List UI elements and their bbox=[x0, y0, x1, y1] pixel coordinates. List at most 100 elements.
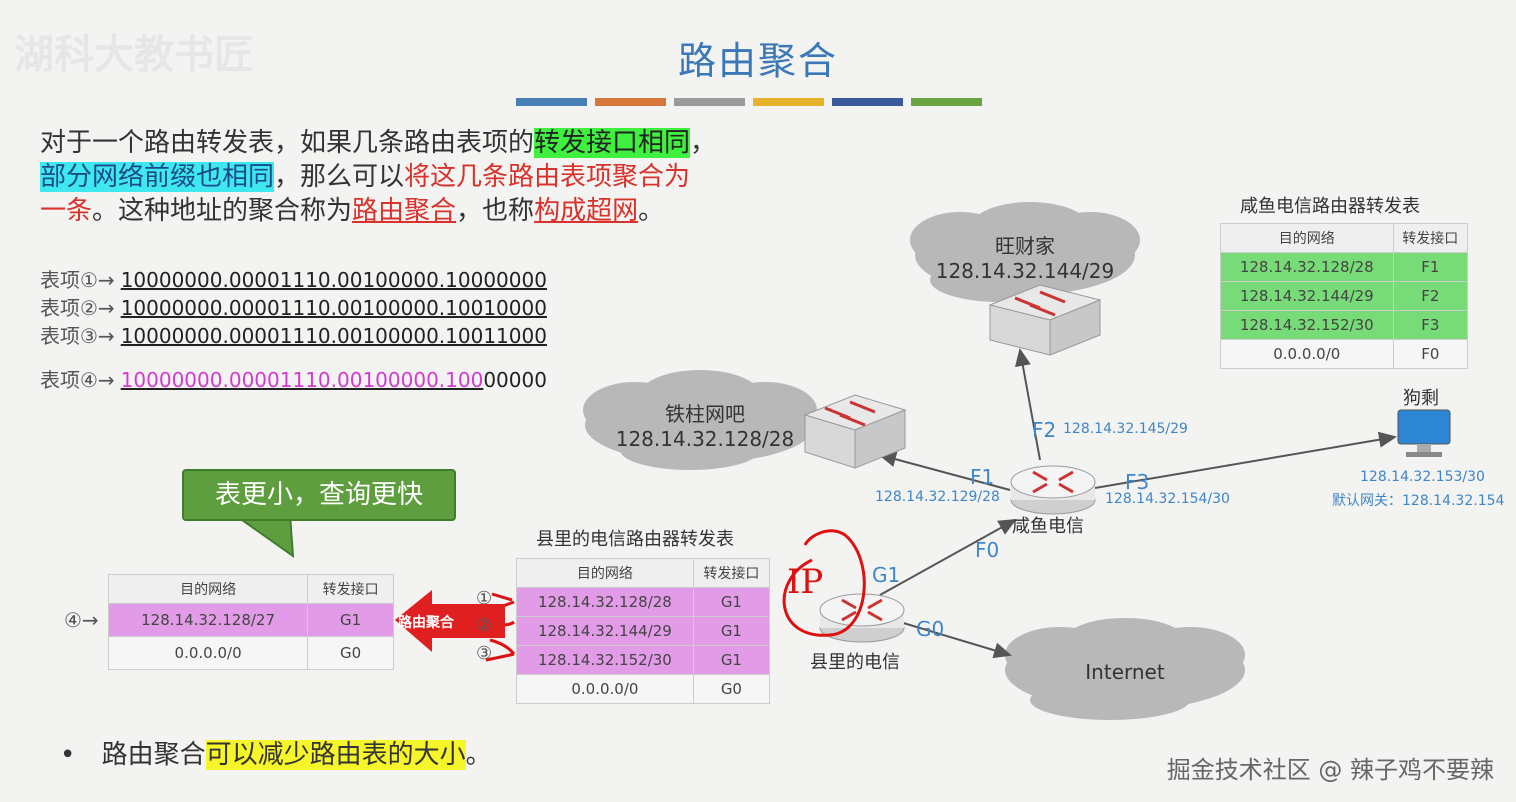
watermark: 掘金技术社区 @ 辣子鸡不要辣 bbox=[1166, 756, 1494, 784]
iface-f1: F1 bbox=[970, 465, 995, 489]
cloud-internet bbox=[1005, 618, 1245, 720]
host-name: 狗剩 bbox=[1403, 388, 1439, 409]
table-cell: G0 bbox=[692, 674, 771, 704]
table-cell: 128.14.32.152/30 bbox=[516, 645, 694, 675]
cloud-wangcai bbox=[910, 202, 1140, 302]
router-county-label: 县里的电信 bbox=[810, 652, 900, 673]
xianyu-table-caption: 咸鱼电信路由器转发表 bbox=[1240, 196, 1420, 217]
table-cell: G1 bbox=[307, 603, 394, 637]
logo-watermark: 湖科大教书匠 bbox=[14, 32, 254, 78]
color-bar bbox=[832, 98, 903, 106]
cloud-tiezhu bbox=[583, 370, 817, 470]
table-cell: 128.14.32.128/27 bbox=[107, 603, 309, 637]
table-cell: F2 bbox=[1392, 281, 1469, 311]
iface-f3: F3 bbox=[1125, 470, 1150, 494]
color-bar bbox=[516, 98, 587, 106]
table-cell: 0.0.0.0/0 bbox=[516, 674, 694, 704]
row-marker: ① bbox=[476, 588, 493, 609]
cloud-name: 铁柱网吧 bbox=[665, 402, 745, 426]
link-g0 bbox=[899, 621, 1012, 659]
iface-f2-ip: 128.14.32.145/29 bbox=[1063, 421, 1188, 437]
iface-f1-ip: 128.14.32.129/28 bbox=[875, 489, 1000, 505]
intro-red-text: 将这几条路由表项聚合为 bbox=[404, 162, 691, 192]
switch-icon bbox=[803, 394, 907, 469]
entry-bits: 10000000.00001110.00100000.10000000 bbox=[120, 268, 547, 292]
table-cell: 128.14.32.144/29 bbox=[516, 616, 694, 646]
intro-punct: ， bbox=[690, 128, 717, 158]
bullet-end: 。 bbox=[465, 740, 492, 770]
entry-row: 表项①→10000000.00001110.00100000.10000000 bbox=[40, 264, 547, 293]
router-icon bbox=[819, 593, 905, 643]
cloud-wangcai-label: 旺财家 128.14.32.144/29 bbox=[925, 230, 1125, 283]
iface-g0: G0 bbox=[916, 617, 945, 641]
table-cell: 128.14.32.152/30 bbox=[1220, 310, 1394, 340]
table-header: 目的网络 bbox=[107, 574, 309, 604]
county-table-caption: 县里的电信路由器转发表 bbox=[536, 529, 734, 550]
entry-label: 表项①→ bbox=[40, 268, 115, 292]
entry-bits-prefix: 10000000.00001110.00100000.100 bbox=[120, 368, 484, 392]
term-route-aggregation: 路由聚合 bbox=[352, 196, 457, 226]
computer-icon bbox=[1397, 409, 1451, 457]
color-bar bbox=[911, 98, 982, 106]
table-cell: 0.0.0.0/0 bbox=[1220, 339, 1394, 369]
entry-bits: 10000000.00001110.00100000.10011000 bbox=[120, 324, 547, 348]
entry-row-aggregated: 表项④→10000000.00001110.00100000.10000000 bbox=[40, 364, 547, 393]
entry-bits: 10000000.00001110.00100000.10010000 bbox=[120, 296, 547, 320]
link-f2 bbox=[1014, 348, 1041, 461]
table-header: 转发接口 bbox=[307, 574, 394, 604]
row-marker: ② bbox=[476, 615, 493, 636]
intro-punct: 。 bbox=[638, 196, 665, 226]
title-color-bars bbox=[516, 98, 982, 106]
entry-row: 表项③→10000000.00001110.00100000.10011000 bbox=[40, 320, 547, 349]
intro-text: 对于一个路由转发表，如果几条路由表项的 bbox=[40, 128, 535, 158]
switch-icon bbox=[988, 284, 1102, 356]
host-ip: 128.14.32.153/30 bbox=[1360, 469, 1485, 485]
table-cell: 128.14.32.128/28 bbox=[516, 587, 694, 617]
entry-row: 表项②→10000000.00001110.00100000.10010000 bbox=[40, 292, 547, 321]
callout-tail bbox=[231, 514, 295, 559]
row-marker: ④→ bbox=[64, 608, 99, 632]
slide-title: 路由聚合 bbox=[677, 39, 838, 83]
bullet-dot: • bbox=[60, 740, 76, 770]
iface-f3-ip: 128.14.32.154/30 bbox=[1105, 491, 1230, 507]
entry-label: 表项③→ bbox=[40, 324, 115, 348]
link-f3 bbox=[1094, 431, 1397, 489]
bullet-text: 路由聚合 bbox=[101, 740, 206, 770]
table-header: 转发接口 bbox=[692, 558, 771, 588]
table-cell: F1 bbox=[1392, 252, 1469, 282]
intro-paragraph: 对于一个路由转发表，如果几条路由表项的转发接口相同， 部分网络前缀也相同，那么可… bbox=[40, 126, 800, 228]
table-cell: G0 bbox=[307, 636, 394, 670]
table-cell: G1 bbox=[692, 645, 771, 675]
highlight-same-prefix: 部分网络前缀也相同 bbox=[40, 162, 275, 192]
table-header: 目的网络 bbox=[1220, 223, 1394, 253]
router-xianyu-label: 咸鱼电信 bbox=[1012, 516, 1084, 537]
ip-annotation-text: IP bbox=[787, 562, 824, 602]
iface-f2: F2 bbox=[1032, 418, 1057, 442]
color-bar bbox=[753, 98, 824, 106]
table-cell: F3 bbox=[1392, 310, 1469, 340]
intro-text: 。这种地址的聚合称为 bbox=[92, 196, 353, 226]
table-header: 目的网络 bbox=[516, 558, 694, 588]
bullet-point: • 路由聚合可以减少路由表的大小。 bbox=[60, 734, 492, 771]
row-marker: ③ bbox=[476, 643, 493, 664]
cloud-network: 128.14.32.128/28 bbox=[615, 427, 795, 451]
iface-g1: G1 bbox=[872, 563, 901, 587]
entry-label: 表项②→ bbox=[40, 296, 115, 320]
bullet-highlight: 可以减少路由表的大小 bbox=[205, 740, 466, 770]
entry-label: 表项④→ bbox=[40, 368, 115, 392]
table-cell: 0.0.0.0/0 bbox=[107, 636, 309, 670]
table-cell: 128.14.32.128/28 bbox=[1220, 252, 1394, 282]
intro-text: ，也称 bbox=[456, 196, 535, 226]
term-supernet: 构成超网 bbox=[534, 196, 639, 226]
aggregate-arrow bbox=[395, 590, 505, 652]
table-header: 转发接口 bbox=[1392, 223, 1469, 253]
callout-smaller-faster: 表更小，查询更快 bbox=[182, 469, 456, 521]
highlight-same-interface: 转发接口相同 bbox=[534, 128, 691, 158]
cloud-network: 128.14.32.144/29 bbox=[935, 259, 1115, 283]
cloud-name: 旺财家 bbox=[995, 234, 1055, 258]
entry-bits-rest: 00000 bbox=[483, 368, 547, 392]
